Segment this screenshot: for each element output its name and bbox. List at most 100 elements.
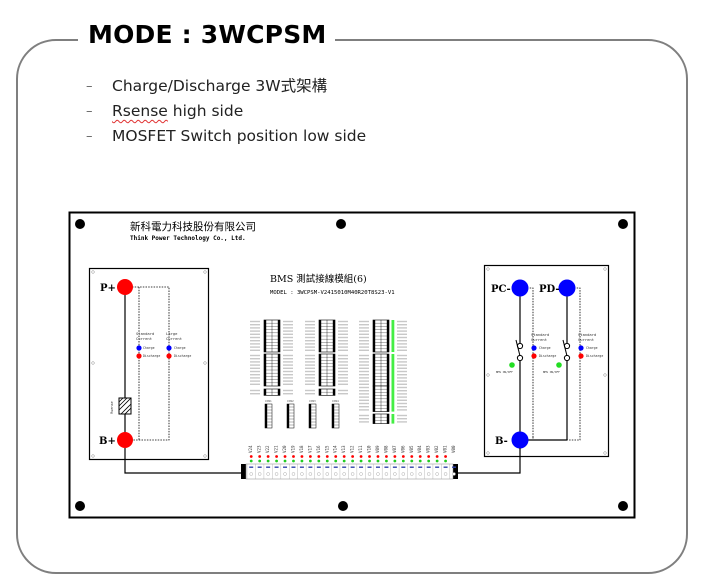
pin-label	[305, 327, 315, 329]
mounting-hole	[618, 501, 628, 511]
voltage-label: V22	[265, 445, 270, 453]
terminal-hole[interactable]	[274, 472, 279, 476]
pin-label	[250, 346, 260, 348]
terminal-hole[interactable]	[257, 472, 262, 476]
green-led	[410, 459, 414, 463]
terminal-hole[interactable]	[334, 472, 338, 476]
terminal-hole[interactable]	[452, 472, 456, 476]
bullet-text-rest: high side	[167, 102, 244, 120]
terminal-hole[interactable]	[317, 472, 321, 476]
charge-jack[interactable]	[136, 345, 142, 351]
pin-label	[397, 418, 407, 420]
terminal-p-plus[interactable]	[117, 279, 133, 295]
terminal-hole[interactable]	[410, 472, 414, 476]
terminal-screw-slot[interactable]	[316, 466, 321, 468]
terminal-screw-slot[interactable]	[257, 466, 262, 468]
terminal-hole[interactable]	[308, 472, 313, 476]
terminal-hole[interactable]	[384, 472, 389, 476]
terminal-hole[interactable]	[291, 472, 296, 476]
terminal-screw-slot[interactable]	[443, 466, 448, 468]
terminal-screw-slot[interactable]	[426, 466, 431, 468]
charge-label: Charge	[143, 346, 155, 350]
terminal-pc-minus[interactable]	[511, 279, 529, 297]
discharge-jack[interactable]	[166, 353, 172, 359]
pin-label	[338, 333, 348, 335]
switch-lever[interactable]	[515, 339, 521, 357]
pin-label	[250, 343, 260, 345]
terminal-hole[interactable]	[325, 472, 329, 476]
pin-label	[250, 370, 260, 373]
pc-sense-wire	[527, 287, 534, 437]
terminal-screw-slot[interactable]	[359, 466, 364, 468]
green-led	[393, 459, 397, 463]
charge-jack[interactable]	[531, 345, 537, 351]
terminal-screw-slot[interactable]	[384, 466, 389, 468]
spellcheck-word[interactable]: Rsense	[112, 102, 168, 120]
terminal-hole[interactable]	[249, 472, 253, 476]
terminal-hole[interactable]	[300, 472, 304, 476]
discharge-jack[interactable]	[578, 353, 584, 359]
terminal-screw-slot[interactable]	[401, 466, 406, 468]
terminal-screw-slot[interactable]	[308, 466, 313, 468]
screw-hole	[486, 267, 490, 271]
terminal-b-plus[interactable]	[117, 432, 133, 448]
terminal-screw-slot[interactable]	[283, 466, 288, 468]
connector-edge	[265, 404, 268, 428]
terminal-screw-slot[interactable]	[409, 466, 414, 468]
terminal-hole[interactable]	[426, 472, 431, 476]
bms-status-led	[509, 362, 515, 368]
terminal-screw-slot[interactable]	[367, 466, 372, 468]
terminal-hole[interactable]	[393, 472, 397, 476]
green-led	[401, 459, 405, 463]
terminal-hole[interactable]	[418, 472, 422, 476]
terminal-b-minus[interactable]	[511, 431, 529, 449]
terminal-hole[interactable]	[443, 472, 448, 476]
pin-led-strip	[391, 320, 395, 352]
pin-label	[283, 333, 293, 335]
terminal-screw-slot[interactable]	[452, 466, 457, 468]
red-led	[401, 455, 405, 458]
terminal-hole[interactable]	[367, 472, 372, 476]
terminal-screw-slot[interactable]	[392, 466, 397, 468]
terminal-screw-slot[interactable]	[274, 466, 279, 468]
pin-label	[338, 370, 348, 373]
charge-jack[interactable]	[578, 345, 584, 351]
red-led	[427, 455, 431, 458]
switch-lever[interactable]	[562, 339, 568, 357]
group-label-large: Large	[166, 331, 178, 336]
terminal-hole[interactable]	[350, 472, 355, 476]
green-led	[351, 459, 355, 463]
terminal-screw-slot[interactable]	[249, 466, 254, 468]
terminal-screw-slot[interactable]	[375, 466, 380, 468]
terminal-screw-slot[interactable]	[266, 466, 271, 468]
bullet-item: – MOSFET Switch position low side	[86, 124, 366, 149]
terminal-hole[interactable]	[435, 472, 439, 476]
terminal-screw-slot[interactable]	[291, 466, 296, 468]
terminal-screw-slot[interactable]	[418, 466, 423, 468]
pin-label	[359, 399, 369, 401]
discharge-jack[interactable]	[531, 353, 537, 359]
green-led	[334, 459, 338, 463]
pin-label	[338, 380, 348, 382]
pin-label	[359, 406, 369, 408]
terminal-hole[interactable]	[342, 472, 346, 476]
terminal-hole[interactable]	[376, 472, 380, 476]
terminal-hole[interactable]	[359, 472, 363, 476]
terminal-hole[interactable]	[266, 472, 270, 476]
left-panel-board	[88, 267, 210, 461]
charge-jack[interactable]	[166, 345, 172, 351]
terminal-screw-slot[interactable]	[325, 466, 330, 468]
pin-label	[397, 414, 407, 417]
bullet-text: Charge/Discharge 3W式架構	[112, 77, 328, 95]
terminal-hole[interactable]	[401, 472, 406, 476]
terminal-screw-slot[interactable]	[342, 466, 347, 468]
terminal-screw-slot[interactable]	[299, 466, 304, 468]
terminal-pd-minus[interactable]	[558, 279, 576, 297]
pin-label	[397, 354, 407, 357]
discharge-jack[interactable]	[136, 353, 142, 359]
terminal-screw-slot[interactable]	[333, 466, 338, 468]
right-panel: PC- PD- B- Standard Current Standard Cur…	[483, 264, 610, 458]
terminal-hole[interactable]	[283, 472, 287, 476]
terminal-screw-slot[interactable]	[350, 466, 355, 468]
terminal-screw-slot[interactable]	[435, 466, 440, 468]
